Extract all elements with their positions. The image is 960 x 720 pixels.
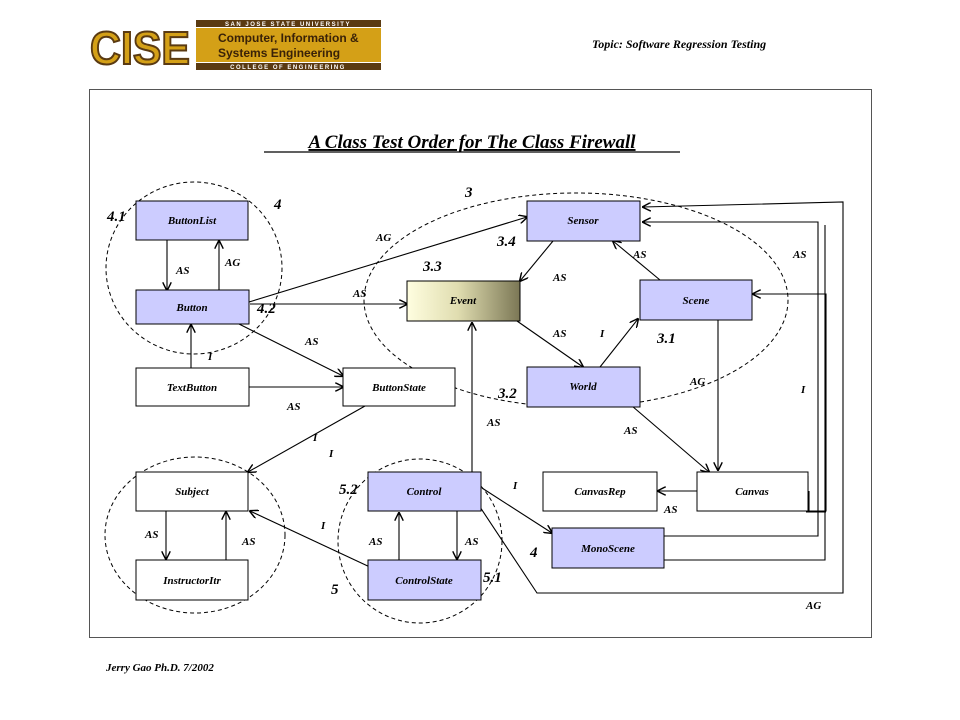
order-number: 4.2 [256, 301, 276, 317]
edge-control-sensor-ag [479, 201, 844, 594]
class-label-control: Control [407, 486, 443, 498]
cluster-ellipse-subject [104, 456, 286, 614]
rel-label: I [800, 384, 806, 396]
class-box-button: Button [135, 289, 250, 325]
class-box-controlstate: ControlState [367, 559, 482, 601]
class-box-scene: Scene [639, 279, 753, 321]
rel-label: AG [805, 600, 821, 612]
rel-label: I [599, 328, 605, 340]
order-number: 4 [529, 545, 538, 561]
logo-dept-line2: Systems Engineering [218, 46, 340, 60]
order-number: 4 [273, 197, 282, 213]
class-box-canvasrep: CanvasRep [542, 471, 658, 512]
logo-university: SAN JOSE STATE UNIVERSITY [225, 22, 351, 28]
rel-label: AS [623, 425, 637, 437]
rel-label: AS [352, 288, 366, 300]
edge-canvas-scene-main [753, 294, 827, 512]
class-box-buttonstate: ButtonState [342, 367, 456, 407]
edge-scene-sensor-as [613, 241, 661, 281]
rel-label: AG [224, 257, 240, 269]
rel-label: AS [464, 536, 478, 548]
cise-logo: CISE SAN JOSE STATE UNIVERSITY Computer,… [89, 20, 381, 72]
rel-label: AS [241, 536, 255, 548]
logo-dept-line1: Computer, Information & [218, 31, 359, 45]
class-label-buttonlist: ButtonList [167, 215, 217, 227]
edge-controlstate-subject-i [250, 511, 373, 569]
rel-label: AS [663, 504, 677, 516]
class-label-sensor: Sensor [567, 215, 599, 227]
class-label-controlstate: ControlState [395, 575, 453, 587]
class-box-buttonlist: ButtonList [135, 200, 249, 241]
class-label-scene: Scene [683, 295, 710, 307]
class-label-monoscene: MonoScene [580, 543, 635, 555]
class-label-subject: Subject [175, 486, 210, 498]
edge-button-sensor-ag [248, 217, 527, 303]
logo-acronym: CISE [90, 22, 190, 72]
edge-world-scene-i [599, 319, 638, 368]
rel-label: AS [486, 417, 500, 429]
topic-label: Topic: Software Regression Testing [592, 37, 767, 51]
rel-label: AS [792, 249, 806, 261]
diagram-frame [89, 89, 872, 638]
order-number: 5.2 [339, 482, 358, 498]
rel-label: AG [689, 376, 705, 388]
class-box-world: World [526, 366, 641, 408]
class-box-subject: Subject [135, 471, 249, 512]
rel-label: AS [368, 536, 382, 548]
rel-label: AS [552, 272, 566, 284]
rel-label: I [207, 351, 213, 363]
class-box-instructoritr: InstructorItr [135, 559, 249, 601]
edge-monoscene-sensor-as [643, 222, 819, 537]
edge-buttonstate-subject-i [248, 405, 366, 472]
rel-label: AS [552, 328, 566, 340]
class-label-world: World [569, 381, 597, 393]
edge-world-canvas-as [631, 405, 709, 472]
rel-label: AS [304, 336, 318, 348]
rel-label: AG [375, 232, 391, 244]
class-label-instructoritr: InstructorItr [162, 575, 221, 587]
class-box-textbutton: TextButton [135, 367, 250, 407]
rel-label: I [512, 480, 518, 492]
class-box-monoscene: MonoScene [551, 527, 665, 569]
cluster-ellipse-4 [105, 181, 283, 355]
edge-event-world-as [516, 320, 583, 367]
class-label-event: Event [449, 295, 477, 307]
order-number: 3.1 [656, 331, 676, 347]
rel-label: I [320, 520, 326, 532]
edge-button-buttonstate-as [234, 321, 343, 376]
order-numbers: 4 4.1 4.2 3 3.1 3.2 3.3 3.4 4 5 5.1 5.2 [106, 185, 676, 598]
footer-author: Jerry Gao Ph.D. 7/2002 [106, 662, 214, 674]
class-label-canvas: Canvas [735, 486, 769, 498]
class-label-buttonstate: ButtonState [371, 382, 426, 394]
class-label-button: Button [175, 302, 207, 314]
class-box-event: Event [406, 280, 521, 322]
class-box-canvas: Canvas [696, 471, 809, 512]
order-number: 4.1 [106, 209, 126, 225]
class-box-control: Control [367, 471, 482, 512]
rel-label: I [312, 432, 318, 444]
rel-label: I [328, 448, 334, 460]
rel-label: AS [632, 249, 646, 261]
rel-label: AS [286, 401, 300, 413]
logo-college: COLLEGE OF ENGINEERING [230, 65, 346, 71]
order-number: 5.1 [483, 570, 502, 586]
order-number: 3.2 [497, 386, 517, 402]
class-box-sensor: Sensor [526, 200, 641, 242]
edge-sensor-event-as [520, 240, 554, 281]
order-number: 5 [331, 582, 339, 598]
order-number: 3.4 [496, 234, 516, 250]
diagram-title: A Class Test Order for The Class Firewal… [307, 132, 636, 153]
order-number: 3.3 [422, 259, 442, 275]
edge-control-monoscene-i [481, 487, 552, 533]
relation-labels: AS AG AG AS I AS AS I I AS AS AS AS I AG… [144, 232, 821, 612]
class-label-canvasrep: CanvasRep [574, 486, 626, 498]
edge-monoscene-sensor-route [664, 225, 826, 561]
rel-label: AS [144, 529, 158, 541]
class-label-textbutton: TextButton [167, 382, 217, 394]
cluster-ellipse-3 [363, 192, 789, 408]
rel-label: AS [175, 265, 189, 277]
order-number: 3 [464, 185, 473, 201]
